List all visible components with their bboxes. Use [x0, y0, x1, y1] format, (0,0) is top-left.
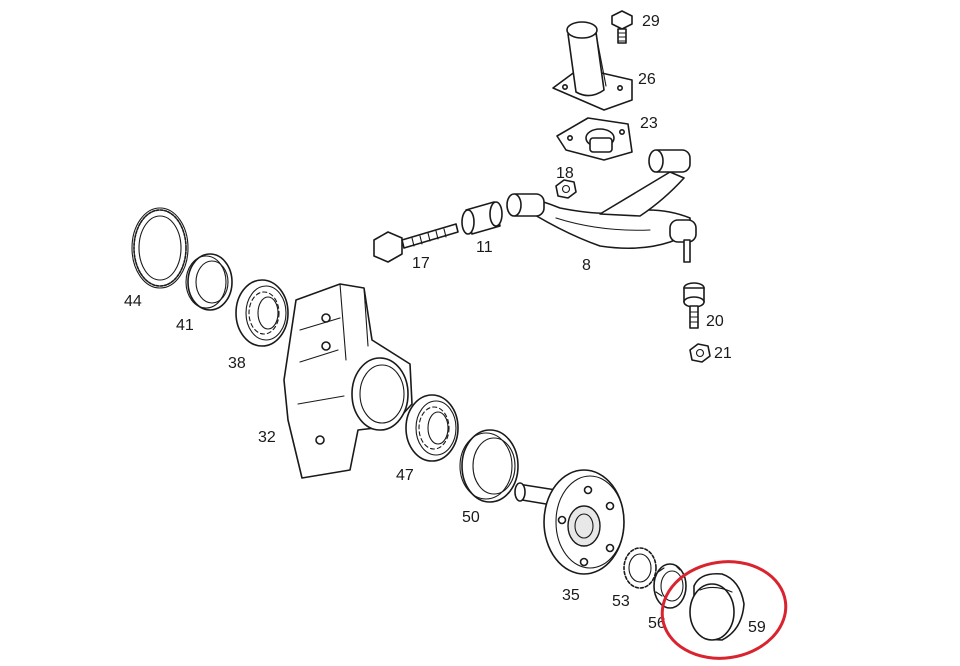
part-11-bushing	[461, 201, 503, 235]
part-26-mount-bracket	[552, 21, 633, 111]
part-35-wheel-hub	[514, 469, 625, 575]
label-21: 21	[714, 345, 732, 362]
part-32-steering-knuckle	[283, 283, 413, 479]
part-50-seal-ring	[459, 429, 519, 503]
part-17-long-bolt	[373, 223, 459, 263]
part-29-bolt	[611, 10, 633, 44]
label-47: 47	[396, 467, 414, 484]
label-29: 29	[642, 13, 660, 30]
part-21-nut	[689, 343, 711, 363]
part-59-hub-cap	[689, 572, 745, 641]
part-20-ball-stud	[683, 282, 705, 329]
part-53-lock-washer	[623, 547, 657, 589]
label-53: 53	[612, 593, 630, 610]
part-8-control-arm	[506, 149, 697, 263]
label-23: 23	[640, 115, 658, 132]
label-32: 32	[258, 429, 276, 446]
part-18-nut	[555, 179, 577, 199]
label-17: 17	[412, 255, 430, 272]
label-50: 50	[462, 509, 480, 526]
label-41: 41	[176, 317, 194, 334]
part-23-pivot-plate	[556, 117, 633, 161]
part-41-seal-ring	[185, 253, 233, 311]
label-44: 44	[124, 293, 142, 310]
label-59: 59	[748, 619, 766, 636]
label-8: 8	[582, 257, 591, 274]
label-38: 38	[228, 355, 246, 372]
part-56-nut-ring	[653, 563, 687, 609]
label-20: 20	[706, 313, 724, 330]
label-35: 35	[562, 587, 580, 604]
part-38-bearing	[235, 279, 289, 347]
highlight-circle	[660, 560, 788, 660]
part-47-bearing	[405, 394, 459, 462]
label-18: 18	[556, 165, 574, 182]
label-11: 11	[476, 239, 493, 256]
label-26: 26	[638, 71, 656, 88]
part-44-abs-ring	[131, 207, 189, 289]
